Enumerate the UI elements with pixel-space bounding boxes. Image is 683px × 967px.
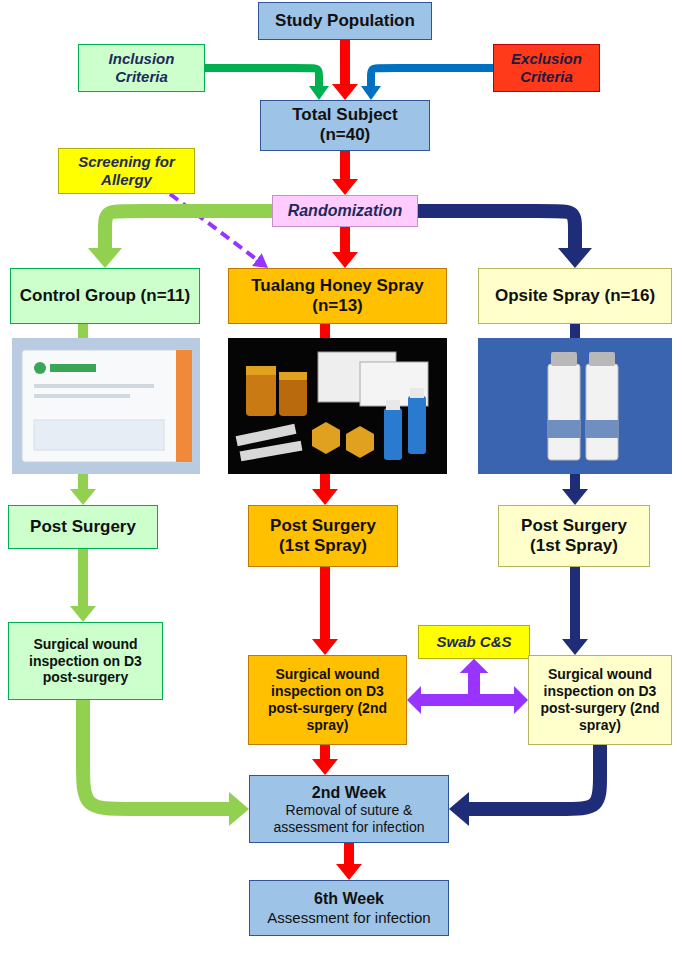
- step-box: Post Surgery (1st Spray): [248, 505, 398, 567]
- node-text: Surgical wound inspection on D3 post-sur…: [15, 636, 156, 686]
- dressing-photo: [12, 338, 200, 474]
- flow-arrow: [469, 745, 600, 809]
- step-box: Post Surgery (1st Spray): [498, 505, 650, 567]
- flow-arrow: [340, 227, 350, 252]
- node-text: Assessment for infection: [267, 909, 430, 927]
- flow-arrow: [320, 567, 330, 639]
- flow-arrow: [320, 745, 330, 759]
- node-text: Opsite Spray (n=16): [495, 286, 655, 306]
- node-text: Exclusion Criteria: [500, 50, 593, 86]
- opsite-spray-photo: [478, 338, 672, 474]
- process-box: 2nd WeekRemoval of suture & assessment f…: [249, 775, 449, 843]
- flow-arrow: [421, 673, 474, 700]
- process-box: Study Population: [258, 2, 432, 40]
- node-text: Post Surgery (1st Spray): [505, 516, 643, 557]
- node-text: Swab C&S: [436, 633, 511, 651]
- randomization-box: Randomization: [272, 195, 418, 227]
- node-text: Post Surgery: [30, 517, 136, 537]
- flow-arrow: [205, 68, 319, 86]
- flow-arrow: [371, 68, 493, 86]
- honey-spray-photo: [228, 338, 447, 474]
- step-box: Surgical wound inspection on D3 post-sur…: [248, 655, 407, 745]
- node-text: Randomization: [288, 201, 403, 220]
- flow-arrow: [105, 211, 272, 248]
- process-box: Total Subject (n=40): [260, 100, 430, 151]
- node-text: Total Subject (n=40): [267, 105, 423, 146]
- group-box: Opsite Spray (n=16): [478, 268, 672, 324]
- step-box: Post Surgery: [8, 505, 158, 549]
- flow-arrow: [78, 549, 88, 606]
- node-text: 6th Week: [314, 889, 384, 908]
- node-text: Control Group (n=11): [20, 286, 190, 306]
- criteria-box: Exclusion Criteria: [493, 44, 600, 92]
- node-text: 2nd Week: [312, 783, 386, 802]
- process-box: 6th WeekAssessment for infection: [249, 880, 449, 936]
- note-box: Swab C&S: [418, 625, 530, 659]
- flow-arrow: [474, 673, 514, 700]
- flow-arrow: [418, 211, 575, 248]
- step-box: Surgical wound inspection on D3 post-sur…: [528, 655, 672, 745]
- flow-arrow: [83, 700, 229, 809]
- step-box: Surgical wound inspection on D3 post-sur…: [8, 622, 163, 700]
- node-text: Study Population: [275, 11, 415, 31]
- criteria-box: Inclusion Criteria: [78, 44, 205, 92]
- node-text: Post Surgery (1st Spray): [255, 516, 391, 557]
- node-text: Inclusion Criteria: [85, 50, 198, 86]
- group-box: Tualang Honey Spray (n=13): [228, 268, 447, 324]
- flow-arrow: [344, 843, 354, 864]
- node-text: Screening for Allergy: [65, 153, 188, 189]
- node-text: Tualang Honey Spray (n=13): [235, 276, 440, 317]
- flow-arrow: [570, 567, 580, 639]
- flow-arrow: [340, 151, 350, 179]
- flow-arrow: [170, 194, 257, 260]
- node-text: Removal of suture & assessment for infec…: [256, 802, 442, 836]
- flow-arrow: [340, 40, 350, 84]
- group-box: Control Group (n=11): [10, 268, 200, 324]
- node-text: Surgical wound inspection on D3 post-sur…: [535, 666, 665, 733]
- note-box: Screening for Allergy: [58, 148, 195, 194]
- node-text: Surgical wound inspection on D3 post-sur…: [255, 666, 400, 733]
